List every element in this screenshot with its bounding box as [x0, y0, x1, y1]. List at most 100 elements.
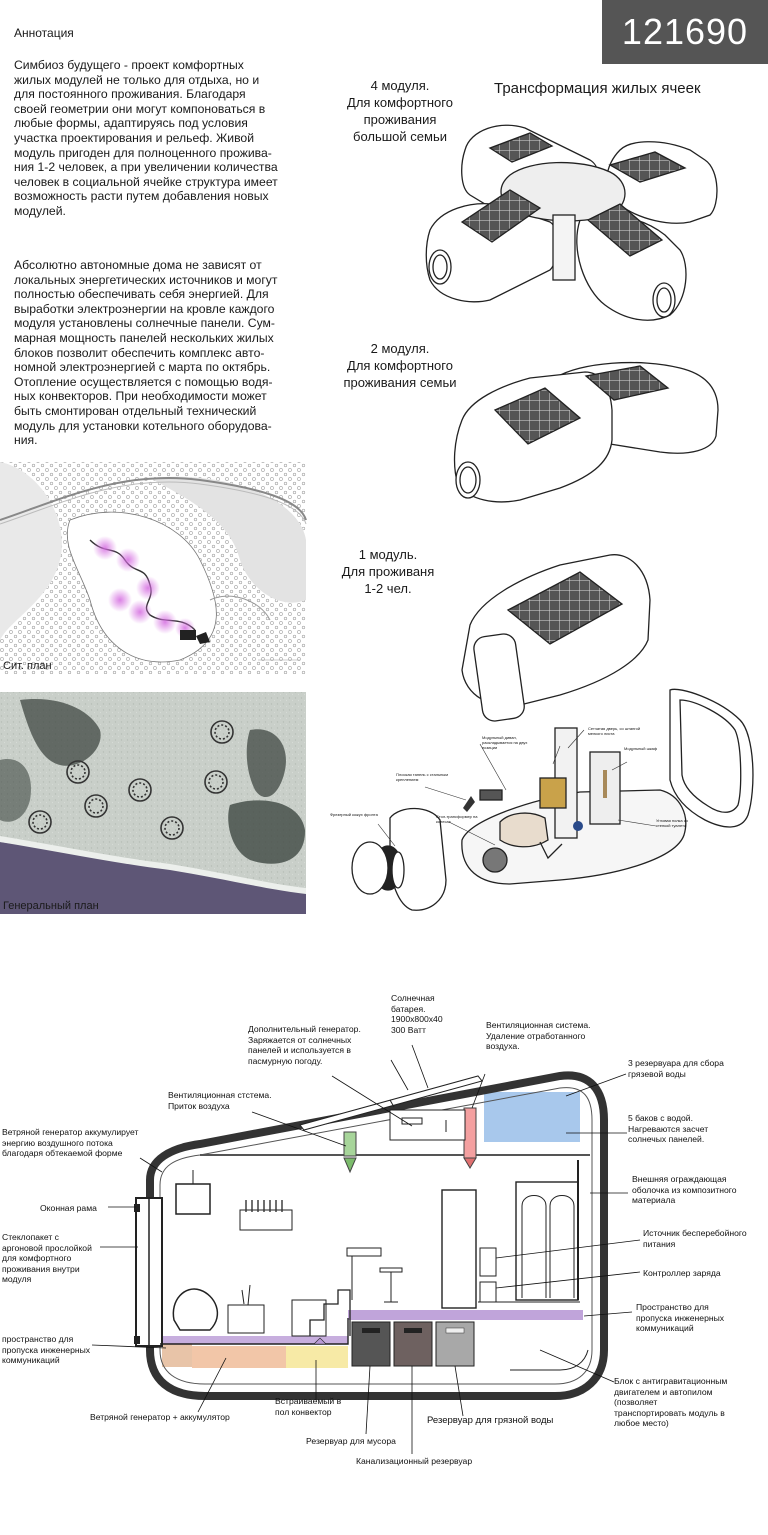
- explode-label-facade: Фрезерный кожух фронта: [330, 812, 378, 817]
- section-leader-lines: [91, 1044, 641, 1454]
- label-outer-shell-line: оболочка из композитного: [632, 1184, 737, 1195]
- label-sewage-tank: Канализационный резервуар: [356, 1456, 473, 1466]
- label-water-tanks-line: Нагреваются засчет: [628, 1123, 709, 1134]
- annotation-p2-line: модуль для установки котельного оборудов…: [14, 418, 272, 433]
- annotation-p1-line: ния 1-2 человек, а при увеличении количе…: [14, 160, 278, 175]
- caption-m2-line: 2 модуля.: [370, 341, 430, 356]
- label-utility-space-left-line: пропуска инженерных: [2, 1344, 91, 1355]
- explode-label-table: Стол-трансформер на колесах: [436, 814, 478, 824]
- label-extra-generator: Дополнительный генератор.Заряжается от с…: [248, 1024, 361, 1066]
- label-outer-shell-line: материала: [632, 1195, 676, 1205]
- label-floor-convector-line: Встраиваемый в: [275, 1396, 342, 1406]
- annotation-p1-line: человек в социальной ячейке структура им…: [14, 174, 278, 189]
- label-extra-generator-line: панелей и используется в: [248, 1045, 351, 1055]
- project-number-badge: 121690: [602, 0, 768, 64]
- caption-m4-line: проживания: [363, 112, 437, 127]
- label-glass-unit-line: для комфортного: [2, 1253, 72, 1263]
- transformation-title: Трансформация жилых ячеек: [494, 80, 701, 97]
- two-module-cluster: [453, 361, 719, 503]
- annotation-p1-line: модуль пригоден для полноценного прожива…: [14, 145, 272, 160]
- annotation-p2-line: локальных энергетических источников и мо…: [14, 272, 278, 287]
- label-trash-tank: Резервуар для мусора: [306, 1436, 396, 1446]
- annotation-p2-line: ных конвекторов. При необходимости может: [14, 389, 267, 404]
- label-extra-generator-line: Заряжается от солнечных: [248, 1034, 352, 1045]
- label-glass-unit-line: проживания внутри: [2, 1263, 80, 1274]
- annotation-p1-line: Симбиоз будущего - проект комфортных: [14, 58, 244, 72]
- annotation-p1-line: возможность расти путем добавления новых: [14, 189, 269, 204]
- label-ventilation-intake: Вентиляционная стстема.Приток воздуха: [168, 1090, 272, 1111]
- label-floor-convector-line: пол конвектор: [275, 1406, 332, 1417]
- label-solar-battery-line: батарея.: [391, 1003, 426, 1014]
- caption-m1-line: 1 модуль.: [358, 547, 418, 562]
- label-ups-line: питания: [643, 1238, 676, 1249]
- annotation-p1-line: участка проектирования и рельеф. Живой: [14, 130, 255, 145]
- label-antigravity-block-line: двигателем и автопилом: [614, 1386, 713, 1397]
- exploded-view-leader-lines: [377, 729, 657, 847]
- label-window-frame: Оконная рама: [40, 1203, 97, 1213]
- caption-two-modules: 2 модуля. Для комфортного проживания семьи: [320, 340, 480, 391]
- annotation-p2-line: ния.: [14, 433, 38, 448]
- label-solar-battery-line: Солнечная: [391, 993, 435, 1003]
- label-outer-shell-line: Внешняя ограждающая: [632, 1174, 727, 1184]
- caption-m1-line: Для проживаня: [341, 564, 435, 579]
- label-ups-line: Источник бесперебойного: [643, 1228, 747, 1238]
- annotation-p1-line: жилых модулей не только для отдыха, но и: [14, 72, 260, 87]
- annotation-p2-line: номной электроэнергией с марта по октябр…: [14, 360, 271, 375]
- annotation-p1-line: модулей.: [14, 203, 66, 218]
- annotation-p1-line: любые формы, адаптируясь под условия: [14, 116, 248, 131]
- explode-label-shelf: Угловая полка со стенкой туалета: [656, 818, 688, 828]
- four-module-cluster: [425, 124, 718, 321]
- caption-m4-line: большой семьи: [353, 129, 447, 144]
- single-module-exploded: [351, 554, 754, 911]
- general-plan-label: Генеральный план: [3, 900, 99, 912]
- label-charge-controller: Контроллер заряда: [643, 1268, 721, 1278]
- label-wind-generator-line: энергию воздушного потока: [2, 1137, 113, 1148]
- explode-label-wardrobe: Модульный шкаф: [624, 746, 658, 751]
- label-utility-space-left-line: пространство для: [2, 1334, 74, 1344]
- caption-m1-line: 1-2 чел.: [364, 581, 412, 596]
- left-floor-fill: [162, 1343, 192, 1367]
- annotation-p2-line: блоков позволит обеспечить комплекс авто…: [14, 345, 265, 360]
- label-grey-water-tanks-line: 3 резервуара для сбора: [628, 1058, 724, 1068]
- label-utility-space-left-line: коммуникаций: [2, 1355, 60, 1365]
- explode-label-door: Сетчатая дверь, со штангой мелкого листа: [588, 726, 641, 736]
- caption-m4-line: Для комфортного: [347, 95, 453, 110]
- label-utility-space-right-line: коммуникаций: [636, 1323, 694, 1333]
- label-glass-unit-line: Стеклопакет с: [2, 1232, 59, 1242]
- label-wind-generator-battery: Ветряной генератор + аккумулятор: [90, 1412, 230, 1422]
- label-utility-space-right-line: пропуска инженерных: [636, 1312, 725, 1323]
- explode-label-panel: Плоская тапель с стальным креплением: [396, 772, 448, 782]
- caption-m2-line: Для комфортного: [347, 358, 453, 373]
- general-plan-map: [0, 692, 306, 914]
- annotation-p2-line: полностью обеспечивать себя энергией. Дл…: [14, 287, 269, 302]
- label-grey-water-tanks-line: грязевой воды: [628, 1068, 686, 1079]
- caption-m2-line: проживания семьи: [343, 375, 457, 390]
- label-ventilation-intake-line: Приток воздуха: [168, 1100, 230, 1111]
- annotation-p2-line: Абсолютно автономные дома не зависят от: [14, 258, 262, 272]
- annotation-p1-line: для постоянного проживания. Благодаря: [14, 87, 246, 102]
- label-wind-generator-line: благодаря обтекаемой форме: [2, 1148, 123, 1158]
- site-plan-map: [0, 462, 307, 674]
- label-utility-space-right-line: Пространство для: [636, 1302, 709, 1312]
- label-ventilation-intake-line: Вентиляционная стстема.: [168, 1090, 272, 1100]
- label-glass-unit-line: аргоновой прослойкой: [2, 1242, 92, 1253]
- label-solar-battery-line: 300 Ватт: [391, 1024, 426, 1035]
- label-antigravity-block-line: любое место): [614, 1418, 669, 1428]
- annotation-heading: Аннотация: [14, 26, 74, 40]
- label-dirty-water-tank: Резервуар для грязной воды: [427, 1415, 554, 1426]
- label-antigravity-block-line: (позволяет: [614, 1397, 658, 1407]
- caption-one-module: 1 модуль. Для проживаня 1-2 чел.: [308, 546, 468, 597]
